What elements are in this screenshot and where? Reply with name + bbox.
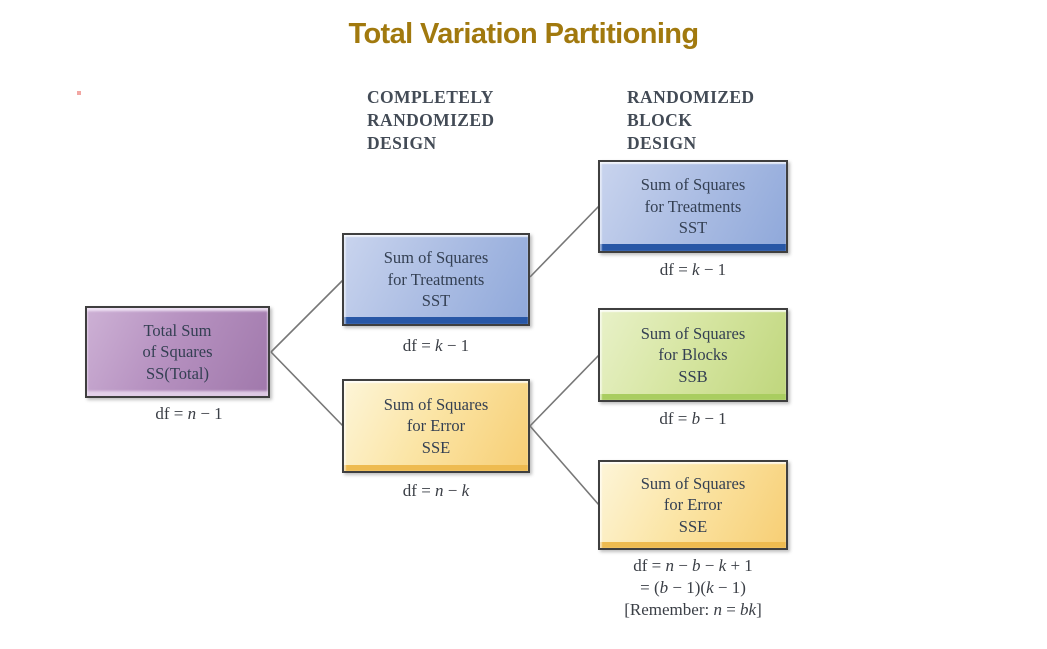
stray-mark bbox=[77, 91, 81, 95]
connector-crd-sse-to-rbd-sse bbox=[529, 425, 600, 506]
connector-total-to-crd-sst bbox=[270, 279, 344, 353]
node-label: Sum of Squares for Error SSE bbox=[383, 394, 489, 457]
df-label-rbd-ssb: df = b − 1 bbox=[659, 409, 727, 428]
df-line-2: = (b − 1)(k − 1) bbox=[640, 578, 746, 597]
df-line-3: [Remember: n = bk] bbox=[624, 600, 762, 619]
node-label: Sum of Squares for Error SSE bbox=[640, 473, 746, 536]
node-total-sum-of-squares: Total Sum of Squares SS(Total) bbox=[85, 306, 270, 398]
node-label: Sum of Squares for Blocks SSB bbox=[640, 323, 746, 386]
df-label-rbd-sst: df = k − 1 bbox=[659, 260, 727, 279]
column-header-randomized-block-design: RANDOMIZED BLOCK DESIGN bbox=[627, 87, 755, 153]
df-label-crd-sse: df = n − k bbox=[402, 481, 470, 500]
df-label-total: df = n − 1 bbox=[155, 404, 223, 423]
connector-total-to-crd-sse bbox=[270, 351, 344, 427]
connector-crd-sse-to-rbd-ssb bbox=[529, 354, 600, 427]
node-rbd-sum-of-squares-error: Sum of Squares for Error SSE bbox=[598, 460, 788, 550]
df-line-1: df = n − b − k + 1 bbox=[633, 556, 753, 575]
node-rbd-sum-of-squares-blocks: Sum of Squares for Blocks SSB bbox=[598, 308, 788, 402]
node-rbd-sum-of-squares-treatments: Sum of Squares for Treatments SST bbox=[598, 160, 788, 253]
connector-crd-sst-to-rbd-sst bbox=[529, 205, 600, 278]
node-label: Sum of Squares for Treatments SST bbox=[383, 248, 489, 311]
df-label-crd-sst: df = k − 1 bbox=[402, 336, 470, 355]
column-header-completely-randomized-design: COMPLETELY RANDOMIZED DESIGN bbox=[367, 87, 495, 153]
page-title: Total Variation Partitioning bbox=[348, 18, 699, 50]
node-label: Sum of Squares for Treatments SST bbox=[640, 175, 746, 238]
node-label: Total Sum of Squares SS(Total) bbox=[142, 320, 213, 383]
node-crd-sum-of-squares-treatments: Sum of Squares for Treatments SST bbox=[342, 233, 530, 326]
node-crd-sum-of-squares-error: Sum of Squares for Error SSE bbox=[342, 379, 530, 473]
df-label-rbd-sse: df = n − b − k + 1 = (b − 1)(k − 1) [Rem… bbox=[578, 555, 808, 621]
